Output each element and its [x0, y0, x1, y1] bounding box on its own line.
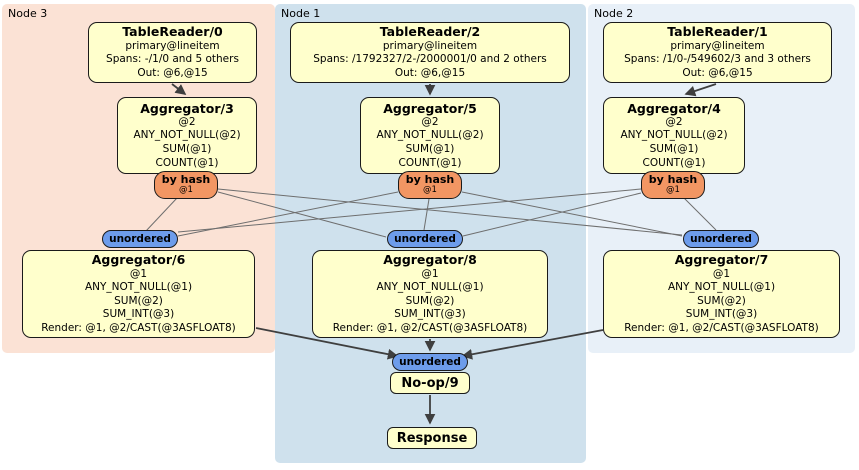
node-tablereader-1: TableReader/1 primary@lineitem Spans: /1…: [603, 22, 832, 83]
node-agg-fn: SUM(@1): [649, 143, 699, 156]
node-out: Out: @6,@15: [137, 66, 208, 79]
edge-byhash4-sync6: [177, 188, 642, 233]
node-group-cols: @2: [421, 115, 439, 128]
node-aggregator-8: Aggregator/8 @1 ANY_NOT_NULL(@1) SUM(@2)…: [312, 250, 548, 338]
node-agg-fn: COUNT(@1): [642, 156, 706, 169]
node-title: No-op/9: [401, 375, 459, 391]
node-out: Out: @6,@15: [682, 66, 753, 79]
node-noop-9: No-op/9: [390, 372, 470, 394]
node-render-expr: Render: @1, @2/CAST(@3ASFLOAT8): [41, 322, 236, 335]
node-group-cols: @2: [665, 115, 683, 128]
node-title: TableReader/0: [122, 24, 223, 40]
node-agg-fn: SUM(@1): [405, 143, 455, 156]
sync-label: unordered: [690, 233, 752, 245]
sync-label: unordered: [394, 233, 456, 245]
node-agg-fn: COUNT(@1): [155, 156, 219, 169]
node-title: TableReader/1: [667, 24, 768, 40]
node-aggregator-4: Aggregator/4 @2 ANY_NOT_NULL(@2) SUM(@1)…: [603, 97, 745, 174]
node-agg-fn: SUM_INT(@3): [685, 308, 758, 321]
node-agg-fn: SUM(@2): [405, 294, 455, 307]
node-agg-fn: SUM_INT(@3): [102, 308, 175, 321]
region-node2-label: Node 2: [594, 7, 634, 20]
edge-tr1-ag4: [684, 83, 717, 97]
router-columns: @1: [179, 185, 193, 196]
node-title: Aggregator/5: [383, 100, 477, 116]
edge-ag7-sync9: [461, 329, 604, 360]
node-agg-fn: SUM(@2): [114, 294, 163, 307]
node-agg-fn: COUNT(@1): [398, 156, 462, 169]
node-aggregator-7: Aggregator/7 @1 ANY_NOT_NULL(@1) SUM(@2)…: [603, 250, 840, 338]
node-agg-fn: ANY_NOT_NULL(@1): [667, 281, 776, 294]
node-index: primary@lineitem: [670, 39, 765, 52]
node-agg-fn: ANY_NOT_NULL(@2): [376, 129, 484, 142]
router-label: by hash: [161, 173, 211, 187]
sync-unordered-8: unordered: [387, 230, 463, 248]
node-agg-fn: ANY_NOT_NULL(@1): [84, 281, 193, 294]
node-agg-fn: ANY_NOT_NULL(@1): [376, 281, 484, 294]
node-aggregator-5: Aggregator/5 @2 ANY_NOT_NULL(@2) SUM(@1)…: [360, 97, 500, 174]
router-by-hash-3: by hash @1: [154, 171, 218, 199]
node-agg-fn: SUM_INT(@3): [394, 308, 466, 321]
edge-ag6-sync9: [255, 327, 399, 360]
node-spans: Spans: -/1/0 and 5 others: [106, 53, 239, 66]
node-aggregator-6: Aggregator/6 @1 ANY_NOT_NULL(@1) SUM(@2)…: [22, 250, 255, 338]
node-title: Aggregator/6: [91, 252, 186, 268]
sync-label: unordered: [399, 356, 461, 368]
router-label: by hash: [648, 173, 698, 187]
node-tablereader-0: TableReader/0 primary@lineitem Spans: -/…: [88, 22, 257, 83]
sync-label: unordered: [109, 233, 171, 245]
router-by-hash-4: by hash @1: [641, 171, 705, 199]
node-group-cols: @1: [129, 267, 148, 280]
node-title: Aggregator/8: [383, 252, 477, 268]
node-group-cols: @1: [421, 267, 439, 280]
edge-byhash3-sync8: [217, 191, 387, 238]
node-spans: Spans: /1/0-/549602/3 and 3 others: [624, 53, 811, 66]
edge-tr0-ag3: [171, 83, 187, 95]
node-spans: Spans: /1792327/2-/2000001/0 and 2 other…: [313, 53, 547, 66]
node-agg-fn: ANY_NOT_NULL(@2): [620, 129, 728, 142]
node-agg-fn: SUM(@2): [697, 294, 746, 307]
node-render-expr: Render: @1, @2/CAST(@3ASFLOAT8): [332, 322, 528, 335]
edge-byhash5-sync7: [461, 191, 683, 237]
router-columns: @1: [666, 185, 680, 196]
edge-byhash3-sync7: [217, 188, 683, 236]
edge-byhash5-sync8: [423, 198, 430, 231]
router-columns: @1: [423, 185, 437, 196]
sync-unordered-6: unordered: [102, 230, 178, 248]
node-title: Aggregator/3: [140, 100, 234, 116]
node-group-cols: @2: [178, 115, 196, 128]
router-label: by hash: [405, 173, 455, 187]
node-index: primary@lineitem: [382, 39, 478, 52]
node-out: Out: @6,@15: [394, 66, 466, 79]
sync-unordered-9: unordered: [392, 353, 468, 371]
node-agg-fn: SUM(@1): [162, 143, 212, 156]
node-group-cols: @1: [712, 267, 731, 280]
node-aggregator-3: Aggregator/3 @2 ANY_NOT_NULL(@2) SUM(@1)…: [117, 97, 257, 174]
node-tablereader-2: TableReader/2 primary@lineitem Spans: /1…: [290, 22, 570, 83]
router-by-hash-5: by hash @1: [398, 171, 462, 199]
sync-unordered-7: unordered: [683, 230, 759, 248]
region-node3-label: Node 3: [8, 7, 48, 20]
node-index: primary@lineitem: [125, 39, 220, 52]
node-agg-fn: ANY_NOT_NULL(@2): [133, 129, 241, 142]
edge-byhash4-sync8: [462, 192, 642, 237]
edge-byhash3-sync6: [145, 197, 178, 232]
region-node1-label: Node 1: [281, 7, 321, 20]
node-title: Response: [396, 430, 468, 446]
node-response: Response: [387, 427, 477, 449]
node-render-expr: Render: @1, @2/CAST(@3ASFLOAT8): [624, 322, 819, 335]
node-title: Aggregator/4: [627, 100, 721, 116]
node-title: TableReader/2: [379, 24, 481, 40]
edge-byhash4-sync7: [683, 197, 717, 231]
node-title: Aggregator/7: [674, 252, 769, 268]
